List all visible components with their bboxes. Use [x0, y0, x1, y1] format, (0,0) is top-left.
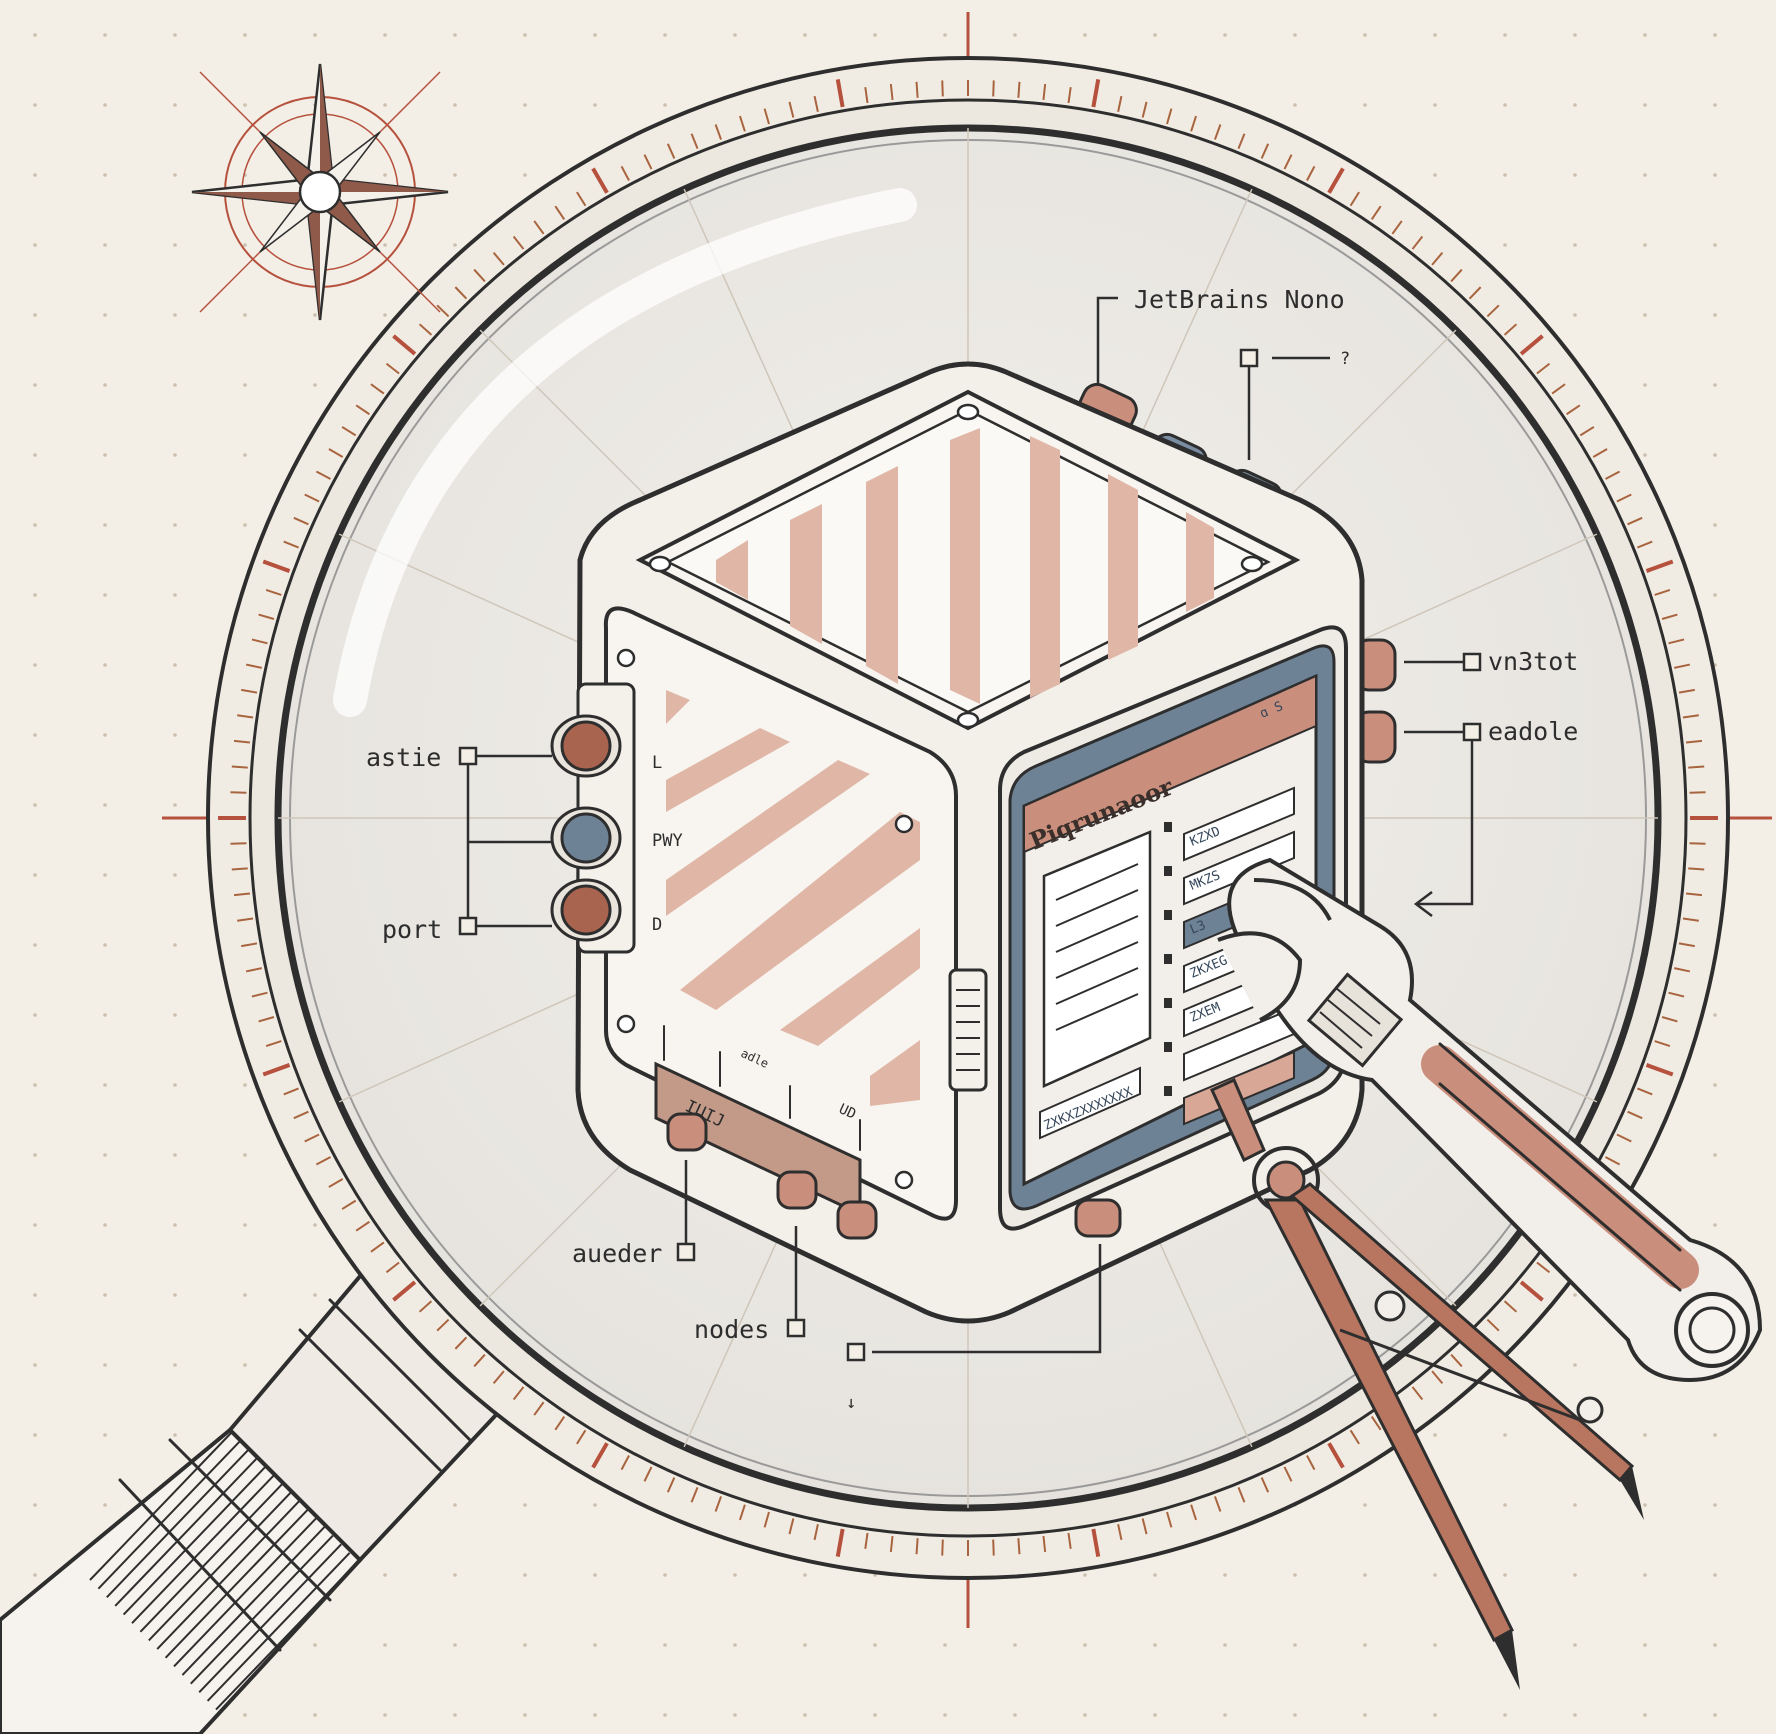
callout-left-upper: astie [366, 743, 441, 772]
screen-row-checkbox [1164, 910, 1172, 920]
bezel-tick [1690, 843, 1706, 844]
screen-row-checkbox [1164, 1086, 1172, 1096]
bezel-tick [1690, 792, 1706, 793]
screen-row-checkbox [1164, 822, 1172, 832]
panel-mark-3: D [652, 915, 662, 935]
bezel-tick [993, 80, 994, 96]
callout-left-lower: port [382, 915, 442, 944]
bezel-tick [942, 80, 943, 96]
screen-row-checkbox [1164, 998, 1172, 1008]
screen-row-checkbox [1164, 954, 1172, 964]
bezel-tick [917, 82, 918, 98]
bezel-tick [1688, 767, 1704, 768]
bezel-tick [993, 1540, 994, 1556]
callout-right-upper: vn3tot [1488, 647, 1578, 676]
compass-rose-icon [192, 64, 448, 320]
screen-row-checkbox [1164, 866, 1172, 876]
callout-bottom-mid: nodes [694, 1315, 769, 1344]
panel-mark-2: PWY [652, 831, 683, 851]
callout-top-small: ? [1340, 349, 1350, 369]
callout-bottom-right: ↓ [846, 1393, 856, 1413]
bezel-tick [232, 767, 248, 768]
callout-bottom-left: aueder [572, 1239, 662, 1268]
bezel-tick [917, 1538, 918, 1554]
side-ports [552, 716, 620, 940]
bezel-tick [232, 868, 248, 869]
hinge [950, 970, 986, 1090]
bezel-tick [1688, 868, 1704, 869]
callout-right-lower: eadole [1488, 717, 1578, 746]
panel-mark-1: L [652, 753, 662, 773]
bezel-tick [230, 792, 246, 793]
screen-row-checkbox [1164, 1042, 1172, 1052]
bezel-tick [1018, 1538, 1019, 1554]
bezel-tick [1018, 82, 1019, 98]
bezel-tick [942, 1540, 943, 1556]
bezel-tick [230, 843, 246, 844]
callout-font-label: JetBrains Nono [1134, 285, 1345, 314]
